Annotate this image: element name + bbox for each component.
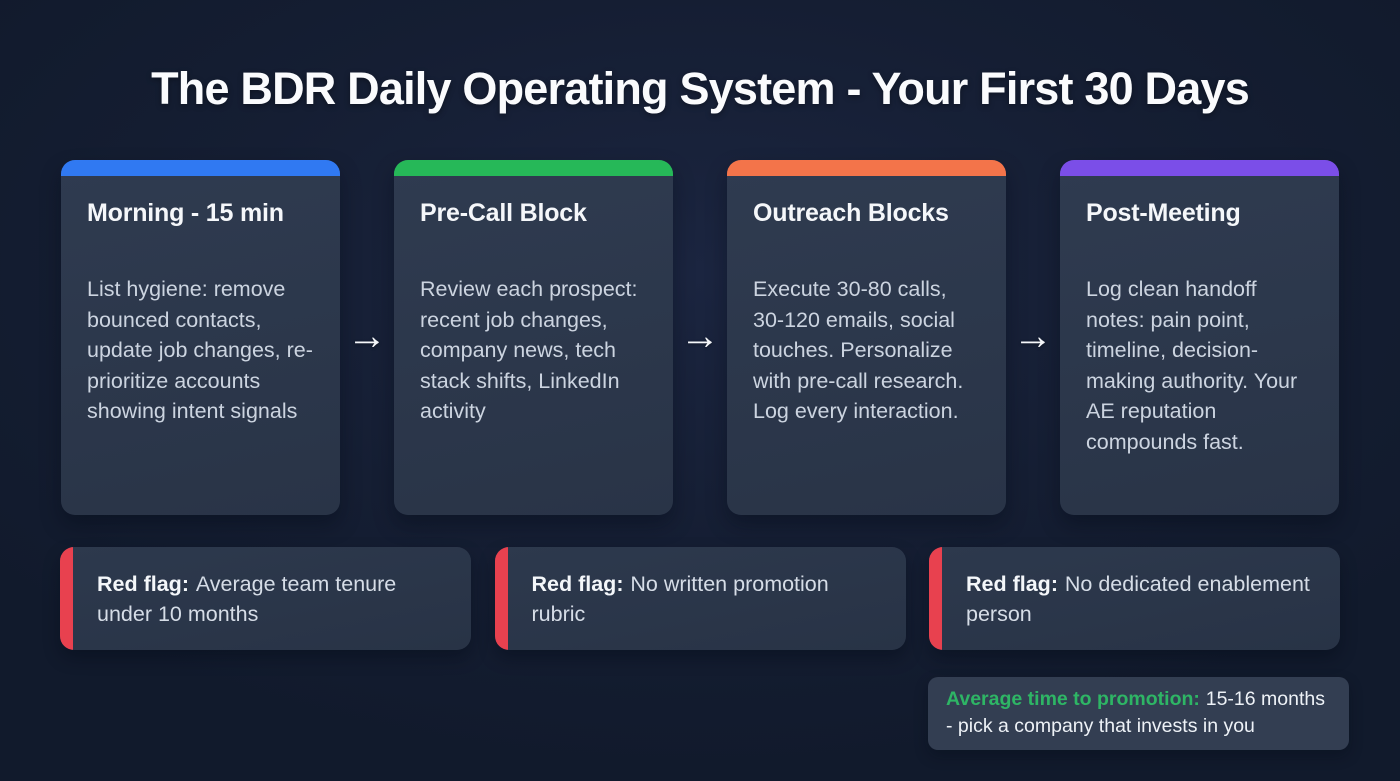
red-flag-card: Red flag:Average team tenure under 10 mo… bbox=[60, 547, 471, 650]
red-flag-label: Red flag: bbox=[97, 571, 189, 596]
arrow-right-icon: → bbox=[680, 313, 720, 358]
red-flags-row: Red flag:Average team tenure under 10 mo… bbox=[60, 547, 1340, 650]
card-content: Post-Meeting Log clean handoff notes: pa… bbox=[1060, 176, 1339, 457]
red-flag-accent-bar bbox=[60, 547, 73, 650]
daily-flow-row: Morning - 15 min List hygiene: remove bo… bbox=[61, 160, 1339, 515]
step-card-pre-call: Pre-Call Block Review each prospect: rec… bbox=[394, 160, 673, 515]
arrow-right-icon: → bbox=[1013, 313, 1053, 358]
card-accent-bar bbox=[1060, 160, 1339, 176]
card-content: Morning - 15 min List hygiene: remove bo… bbox=[61, 176, 340, 427]
red-flag-label: Red flag: bbox=[531, 571, 624, 596]
red-flag-text: Red flag:No written promotion rubric bbox=[532, 569, 886, 629]
step-card-post-meeting: Post-Meeting Log clean handoff notes: pa… bbox=[1060, 160, 1339, 515]
red-flag-text: Red flag:Average team tenure under 10 mo… bbox=[97, 569, 451, 629]
red-flag-accent-bar bbox=[929, 547, 942, 650]
card-accent-bar bbox=[394, 160, 673, 176]
promotion-note-text: 15-16 months - pick a company that inves… bbox=[946, 688, 1325, 737]
red-flag-description: No written promotion rubric bbox=[531, 571, 829, 626]
arrow-right-icon: → bbox=[347, 313, 387, 358]
page-title: The BDR Daily Operating System - Your Fi… bbox=[151, 63, 1250, 114]
card-accent-bar bbox=[727, 160, 1006, 176]
step-card-outreach: Outreach Blocks Execute 30-80 calls, 30-… bbox=[727, 160, 1006, 515]
card-title: Outreach Blocks bbox=[753, 199, 949, 227]
card-accent-bar bbox=[61, 160, 340, 176]
card-title: Post-Meeting bbox=[1086, 199, 1241, 227]
promotion-note-label: Average time to promotion: bbox=[946, 688, 1200, 710]
step-card-morning: Morning - 15 min List hygiene: remove bo… bbox=[61, 160, 340, 515]
red-flag-description: No dedicated enablement person bbox=[966, 571, 1310, 626]
red-flag-accent-bar bbox=[494, 547, 508, 650]
red-flag-card: Red flag:No written promotion rubric bbox=[494, 547, 906, 650]
card-content: Outreach Blocks Execute 30-80 calls, 30-… bbox=[727, 176, 1006, 427]
red-flag-description: Average team tenure under 10 months bbox=[97, 571, 397, 626]
card-title: Pre-Call Block bbox=[420, 199, 587, 227]
red-flag-card: Red flag:No dedicated enablement person bbox=[929, 547, 1340, 650]
card-body: Execute 30-80 calls, 30-120 emails, soci… bbox=[753, 277, 964, 423]
card-body: Review each prospect: recent job changes… bbox=[420, 277, 638, 423]
red-flag-text: Red flag:No dedicated enablement person bbox=[966, 569, 1320, 629]
promotion-note: Average time to promotion:15-16 months -… bbox=[928, 677, 1349, 750]
red-flag-label: Red flag: bbox=[966, 571, 1058, 596]
card-content: Pre-Call Block Review each prospect: rec… bbox=[394, 176, 673, 427]
card-title: Morning - 15 min bbox=[87, 199, 284, 227]
card-body: List hygiene: remove bounced contacts, u… bbox=[87, 277, 313, 423]
card-body: Log clean handoff notes: pain point, tim… bbox=[1086, 277, 1298, 454]
